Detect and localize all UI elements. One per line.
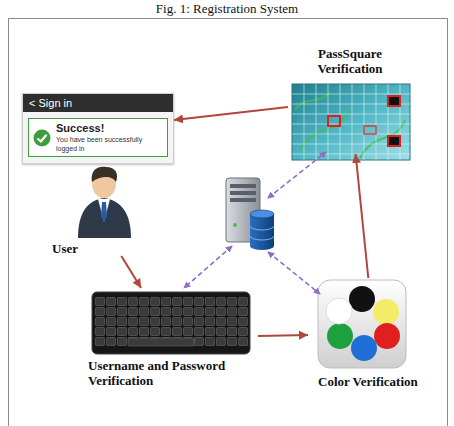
node-label: Color Verification	[308, 374, 440, 389]
success-box: Success!You have been successfully logge…	[28, 118, 168, 157]
icon-space	[50, 163, 135, 241]
icon-node: User	[50, 163, 135, 256]
color-wheel-icon	[318, 280, 406, 368]
node-label: User	[50, 241, 132, 256]
icon-space	[288, 76, 412, 154]
server-link	[184, 152, 326, 294]
keyboard-icon	[92, 292, 250, 354]
flow-arrow	[174, 107, 288, 120]
figure-title: Fig. 1: Registration System	[0, 1, 454, 17]
node-label: Username and Password Verification	[86, 358, 238, 388]
success-heading: Success!	[56, 122, 163, 135]
icon-node: Username and Password Verification	[86, 288, 258, 388]
icon-space	[308, 278, 440, 374]
screenshot-panel: < Sign in Success!You have been successfu…	[22, 93, 174, 164]
success-texts: Success!You have been successfully logge…	[56, 122, 163, 153]
header-bar: < Sign in	[23, 94, 173, 112]
flow-arrow	[121, 256, 141, 288]
icon-node: Color Verification	[308, 278, 440, 389]
success-message: You have been successfully logged in	[56, 135, 163, 153]
flow-arrow	[258, 335, 308, 336]
figure-frame	[9, 19, 448, 426]
server-icon	[226, 178, 274, 250]
flow-arrow	[356, 154, 369, 278]
check-icon	[33, 129, 51, 147]
node-label: PassSquare Verification	[294, 46, 406, 76]
panel-body: Success!You have been successfully logge…	[23, 112, 173, 163]
passsquare-grid	[292, 84, 410, 160]
header-title: < Sign in	[29, 96, 167, 110]
icon-space	[86, 288, 258, 358]
icon-node: PassSquare Verification	[288, 46, 412, 154]
user-icon	[78, 167, 131, 238]
